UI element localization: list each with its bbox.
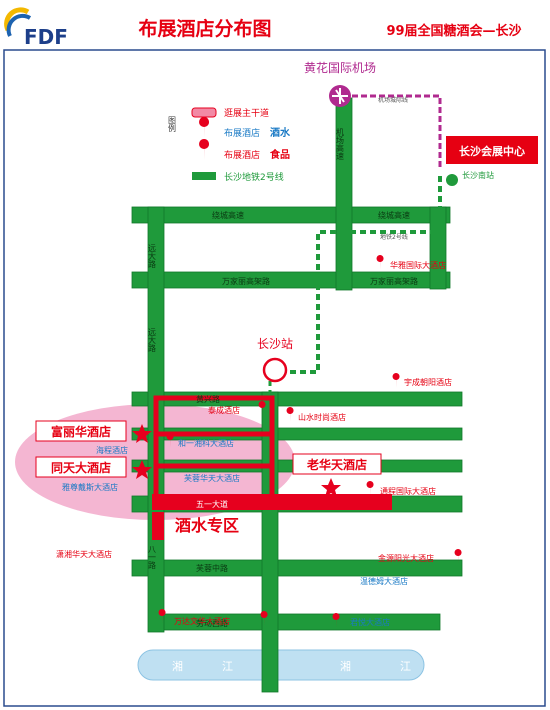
fdf-logo-arc-icon <box>4 7 30 32</box>
food-hotel-13[interactable]: 万达文华大酒店 <box>174 616 230 626</box>
label-expressway-right: 绕城高速 <box>378 210 410 220</box>
river-label-2: 江 <box>222 660 233 673</box>
label-wanjiali-left: 万家丽高架路 <box>222 276 270 286</box>
road-labels: 绕城高速 绕城高速 万家丽高架路 万家丽高架路 黄兴路 五一大道 芙蓉中路 劳动… <box>148 127 419 628</box>
legend-wine-highlight: 酒水 <box>270 126 291 139</box>
road-furong <box>131 559 463 577</box>
star-icon <box>321 478 341 497</box>
river-label-1: 湘 <box>172 659 183 673</box>
main-route-stub <box>152 512 164 540</box>
label-airport-hwy: 机场高速 <box>336 127 345 161</box>
airport-marker[interactable] <box>329 85 351 107</box>
label-furong: 芙蓉中路 <box>196 563 228 573</box>
label-yuanda-lower: 远大路 <box>148 328 157 352</box>
label-bayi: 八一路 <box>148 545 157 569</box>
expo-center-box[interactable] <box>446 136 538 164</box>
river-label-3: 湘 <box>340 659 351 673</box>
pin-icon <box>376 255 384 270</box>
pin-icon <box>158 609 166 624</box>
header: FDF 布展酒店分布图 99届全国糖酒会—长沙 <box>4 7 522 49</box>
wine-hotel-1-box[interactable] <box>35 420 127 442</box>
wine-hotel-3-box[interactable] <box>292 453 382 475</box>
hotel-pins <box>158 255 462 628</box>
food-hotel-8[interactable]: 雅尊戴斯大酒店 <box>62 482 118 492</box>
label-laodong: 劳动西路 <box>196 618 228 628</box>
river-labels: 湘 江 湘 江 <box>172 659 411 673</box>
wine-hotel-3: 老华天酒店 <box>307 457 367 472</box>
fdf-logo-arc-2-icon <box>6 13 32 37</box>
pin-icon <box>258 401 266 416</box>
xiang-river <box>137 649 425 681</box>
food-hotel-11[interactable]: 金源阳光大酒店 <box>378 553 434 563</box>
road-wanjiali <box>131 271 451 289</box>
wine-hotel-1: 富丽华酒店 <box>51 424 111 439</box>
pin-icon <box>332 613 340 628</box>
road-network <box>131 97 463 693</box>
label-yuanda-upper: 远大路 <box>148 244 157 268</box>
logo-text: FDF <box>24 25 68 49</box>
pin-icon <box>260 611 268 626</box>
expo-center-label: 长沙会展中心 <box>459 144 525 158</box>
food-hotel-2[interactable]: 宇成朝阳酒店 <box>404 377 452 387</box>
legend: 图例 逛展主干道 布展酒店 酒水 布展酒店 食品 长沙地铁2号线 <box>168 107 292 183</box>
label-metro-2: 地铁2号线 <box>380 233 408 241</box>
label-wanjiali-right: 万家丽高架路 <box>370 276 418 286</box>
label-huangxing: 黄兴路 <box>196 394 220 404</box>
legend-metro-swatch <box>192 172 216 180</box>
railway-station-icon[interactable] <box>262 357 288 383</box>
wine-hotel-2: 同天大酒店 <box>51 460 111 475</box>
wine-hotel-2-box[interactable] <box>35 456 127 478</box>
airport-intercity-line <box>352 94 442 170</box>
airport-label: 黄花国际机场 <box>304 60 376 75</box>
legend-main-road: 逛展主干道 <box>224 107 269 119</box>
south-station-icon[interactable] <box>446 174 458 186</box>
legend-food-highlight: 食品 <box>269 148 290 161</box>
food-hotel-3[interactable]: 泰成酒店 <box>208 405 240 415</box>
pin-icon <box>286 407 294 422</box>
food-hotel-4[interactable]: 山水时尚酒店 <box>298 412 346 422</box>
main-route-wuyi <box>152 494 392 510</box>
map-frame <box>3 49 546 707</box>
legend-wine-pin-icon <box>199 117 210 138</box>
food-hotel-10[interactable]: 潇湘华天大酒店 <box>56 549 112 559</box>
map-title: 布展酒店分布图 <box>138 17 271 40</box>
pin-icon <box>392 373 400 388</box>
wine-zone-label: 酒水专区 <box>175 516 239 535</box>
food-hotel-6[interactable]: 海程酒店 <box>96 445 128 455</box>
road-expressway <box>131 206 451 224</box>
food-hotel-5[interactable]: 和一湘科大酒店 <box>178 438 234 448</box>
label-wuyi: 五一大道 <box>196 499 228 509</box>
legend-main-road-swatch <box>191 107 217 118</box>
label-expressway-left: 绕城高速 <box>212 210 244 220</box>
plane-icon <box>332 88 348 104</box>
food-hotel-7[interactable]: 芙蓉华天大酒店 <box>184 473 240 483</box>
pin-icon <box>366 481 374 496</box>
food-hotel-1[interactable]: 华雅国际大酒店 <box>390 260 446 270</box>
legend-heading: 图例 <box>168 116 177 133</box>
pin-icon <box>166 433 174 448</box>
road-h-2 <box>131 427 463 441</box>
south-station-label: 长沙南站 <box>462 170 494 180</box>
pin-icon <box>454 549 462 564</box>
metro-labels: 机场城际线 地铁2号线 <box>378 96 408 241</box>
road-airport-hwy <box>335 97 353 291</box>
star-icon <box>132 460 152 479</box>
food-hotels: 华雅国际大酒店 宇成朝阳酒店 泰成酒店 山水时尚酒店 和一湘科大酒店 海程酒店 … <box>56 260 452 627</box>
legend-wine: 布展酒店 <box>224 127 260 139</box>
food-hotel-12[interactable]: 温德姆大酒店 <box>360 576 408 586</box>
legend-metro: 长沙地铁2号线 <box>224 171 284 183</box>
river-label-4: 江 <box>400 660 411 673</box>
food-hotel-9[interactable]: 通程国际大酒店 <box>380 486 436 496</box>
star-icon <box>132 424 152 443</box>
wine-hotels: 富丽华酒店 同天大酒店 老华天酒店 <box>35 420 382 497</box>
changsha-station-label: 长沙站 <box>257 337 293 351</box>
legend-food-pin-icon <box>199 139 210 160</box>
food-hotel-14[interactable]: 君悦大酒店 <box>350 617 390 627</box>
map-subtitle: 99届全国糖酒会—长沙 <box>386 23 521 39</box>
label-intercity: 机场城际线 <box>378 96 408 104</box>
legend-food: 布展酒店 <box>224 149 260 161</box>
